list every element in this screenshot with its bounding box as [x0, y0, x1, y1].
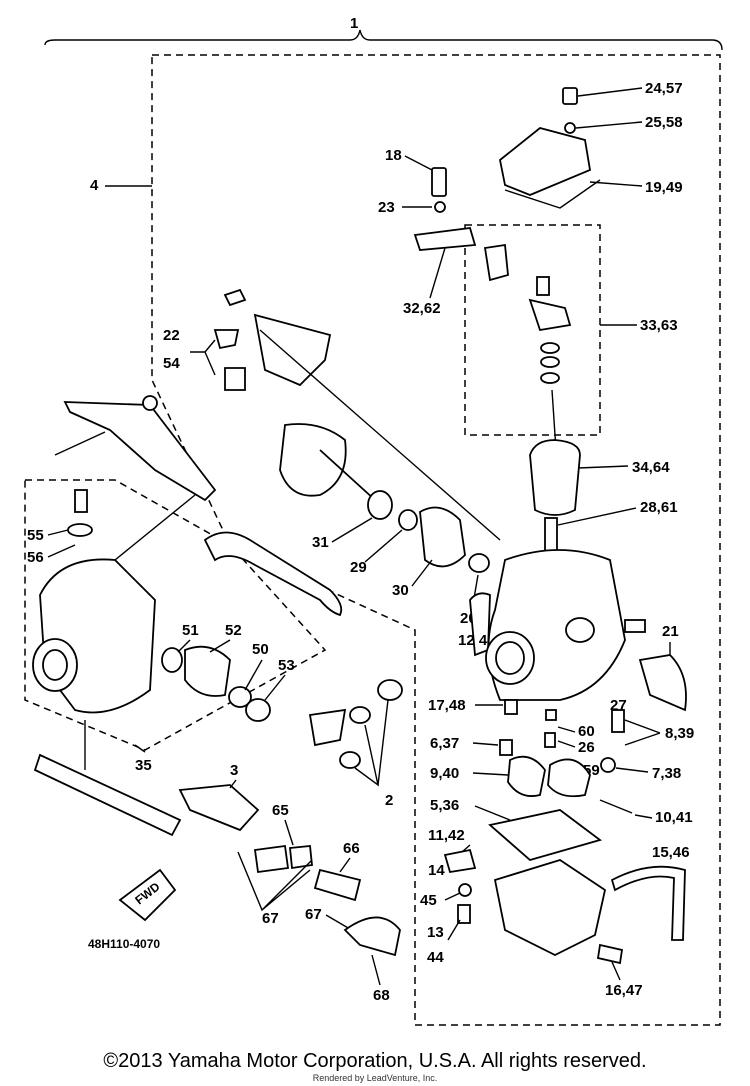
- callout-13: 13: [427, 924, 444, 941]
- callout-56: 56: [27, 549, 44, 566]
- callout-28-61: 28,61: [640, 499, 678, 516]
- callout-52: 52: [225, 622, 242, 639]
- callout-6-37: 6,37: [430, 735, 459, 752]
- callout-32-62: 32,62: [403, 300, 441, 317]
- callout-60: 60: [578, 723, 595, 740]
- callout-7-38: 7,38: [652, 765, 681, 782]
- assembly-outline-main: [151, 54, 721, 1026]
- callout-44: 44: [427, 949, 444, 966]
- callout-53: 53: [278, 657, 295, 674]
- copyright-notice: ©2013 Yamaha Motor Corporation, U.S.A. A…: [103, 1050, 647, 1072]
- callout-14: 14: [428, 862, 445, 879]
- callout-19-49: 19,49: [645, 179, 683, 196]
- callout-23: 23: [378, 199, 395, 216]
- hose-part-3: [178, 784, 260, 832]
- screw-part: [562, 87, 578, 105]
- callout-11-42: 11,42: [428, 827, 465, 844]
- outline-left-assembly: [24, 479, 327, 751]
- callout-35: 35: [135, 757, 152, 774]
- spring-part: [419, 506, 466, 568]
- throttle-cam-part: [279, 423, 347, 497]
- fwd-arrow-icon: FWD: [118, 868, 177, 922]
- callout-27: 27: [610, 697, 627, 714]
- callout-17-48: 17,48: [428, 697, 466, 714]
- callout-24-57: 24,57: [645, 80, 683, 97]
- rail-part: [33, 753, 182, 837]
- callout-31: 31: [312, 534, 329, 551]
- watermark-text: Rendered by LeadVenture, Inc.: [312, 1073, 438, 1083]
- callout-4: 4: [90, 177, 99, 194]
- fuel-hose-part: [203, 531, 343, 617]
- top-cover-part: [499, 127, 592, 196]
- callout-66: 66: [343, 840, 360, 857]
- diagram-code: 48H110-4070: [88, 937, 160, 951]
- callout-33-63: 33,63: [640, 317, 678, 334]
- gasket-part: [488, 809, 602, 861]
- hose-part-68: [343, 916, 401, 957]
- jet-part: [504, 699, 518, 715]
- float-part: [507, 755, 546, 797]
- callout-22: 22: [163, 327, 180, 344]
- float-bowl-part: [493, 859, 607, 957]
- callout-50: 50: [252, 641, 269, 658]
- callout-5-36: 5,36: [430, 797, 459, 814]
- callout-45: 45: [420, 892, 437, 909]
- callout-15-46: 15,46: [652, 844, 690, 861]
- callout-26: 26: [578, 739, 595, 756]
- callout-8-39: 8,39: [665, 725, 694, 742]
- callout-2: 2: [385, 792, 393, 809]
- callout-34-64: 34,64: [632, 459, 670, 476]
- callout-29: 29: [350, 559, 367, 576]
- callout-1: 1: [350, 15, 358, 32]
- callout-68: 68: [373, 987, 390, 1004]
- callout-25-58: 25,58: [645, 114, 683, 131]
- callout-3: 3: [230, 762, 238, 779]
- callout-55: 55: [27, 527, 44, 544]
- assembly-bracket: [44, 29, 723, 51]
- callout-67-left: 67: [262, 910, 279, 927]
- callout-18: 18: [385, 147, 402, 164]
- callout-65: 65: [272, 802, 289, 819]
- callout-54: 54: [163, 355, 180, 372]
- callout-51: 51: [182, 622, 199, 639]
- washer-part: [564, 122, 576, 134]
- callout-16-47: 16,47: [605, 982, 643, 999]
- drain-hose-part: [610, 865, 686, 941]
- callout-21: 21: [662, 623, 679, 640]
- seal-part: [367, 490, 393, 520]
- callout-67-right: 67: [305, 906, 322, 923]
- outline-throttle-sensor: [464, 224, 601, 436]
- callout-10-41: 10,41: [655, 809, 693, 826]
- callout-12: 12 43: [458, 632, 496, 649]
- throttle-slide-part: [529, 439, 581, 516]
- callout-30: 30: [392, 582, 409, 599]
- callout-9-40: 9,40: [430, 765, 459, 782]
